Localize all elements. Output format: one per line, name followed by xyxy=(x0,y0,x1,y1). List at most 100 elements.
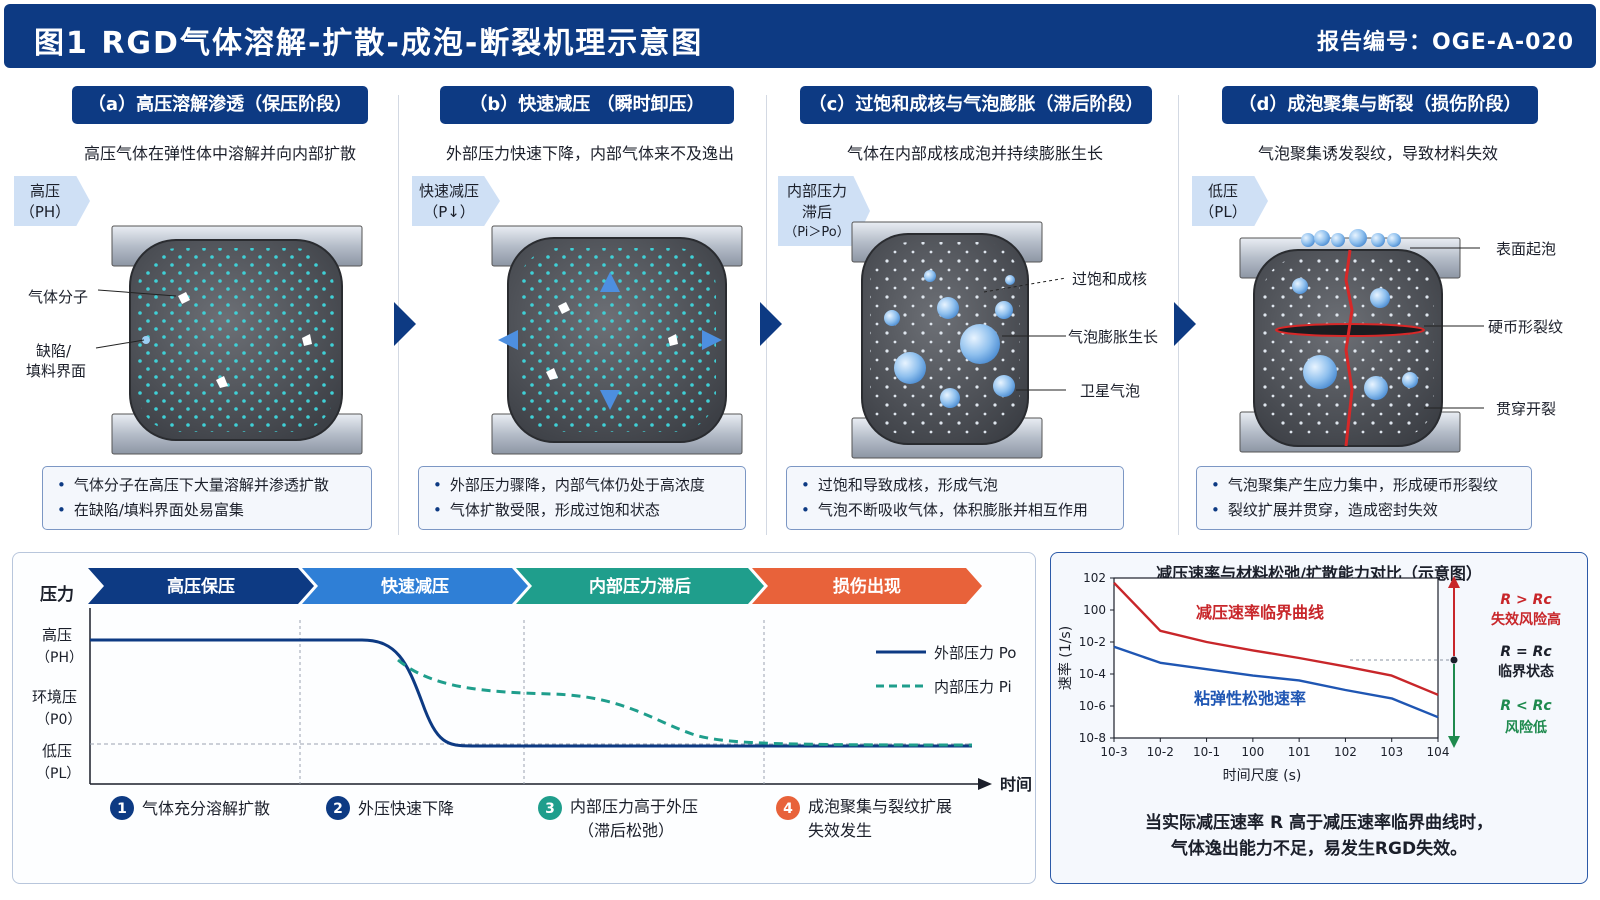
x-axis-label: 时间尺度 (s) xyxy=(1223,768,1302,784)
x-tick-label: 101 xyxy=(1288,745,1311,759)
label-nucleation: 过饱和成核 xyxy=(1072,270,1148,288)
step-number: 4 xyxy=(783,801,793,817)
step-4: 4 成泡聚集与裂纹扩展 失效发生 xyxy=(776,796,952,840)
level-high-sym: （PH） xyxy=(36,650,83,666)
step-text-2: （滞后松弛） xyxy=(578,821,674,840)
x-tick-label: 10-1 xyxy=(1193,745,1220,759)
zone-label: R < Rc xyxy=(1500,698,1552,714)
panel-c-subtitle: 气体在内部成核成泡并持续膨胀生长 xyxy=(846,144,1103,163)
page-title: 图1 RGD气体溶解-扩散-成泡-断裂机理示意图 xyxy=(34,26,704,61)
label-bubble-growth: 气泡膨胀生长 xyxy=(1068,328,1159,346)
header-bar: 图1 RGD气体溶解-扩散-成泡-断裂机理示意图 报告编号：OGE-A-020 xyxy=(4,4,1596,68)
label-gas-molecule: 气体分子 xyxy=(28,288,89,306)
tag-a-line2: （PH） xyxy=(19,203,71,221)
y-tick-label: 100 xyxy=(1083,603,1106,617)
step-number-badge xyxy=(110,796,134,820)
x-tick-label: 10-2 xyxy=(1147,745,1174,759)
step-text-2: 失效发生 xyxy=(808,821,872,840)
panel-b-notes: 外部压力骤降，内部气体仍处于高浓度 气体扩散受限，形成过饱和状态 xyxy=(418,466,746,530)
report-number: 报告编号：OGE-A-020 xyxy=(1317,30,1574,55)
panel-a-notes: 气体分子在高压下大量溶解并渗透扩散 在缺陷/填料界面处易富集 xyxy=(42,466,372,530)
x-tick-label: 103 xyxy=(1380,745,1403,759)
series-label: 减压速率临界曲线 xyxy=(1196,603,1324,622)
phase-chevron xyxy=(752,568,982,604)
x-tick-label: 104 xyxy=(1427,745,1450,759)
step-number: 1 xyxy=(117,801,127,817)
step-2: 2 外压快速下降 xyxy=(326,796,454,820)
label-through-crack: 贯穿开裂 xyxy=(1496,400,1557,418)
step-number-badge xyxy=(776,796,800,820)
pressure-tag-a xyxy=(14,176,90,226)
zone-label: R > Rc xyxy=(1500,592,1552,608)
chart-note: 当实际减压速率 R 高于减压速率临界曲线时， 气体逸出能力不足，易发生RGD失效… xyxy=(1050,810,1588,862)
step-text: 外压快速下降 xyxy=(358,799,454,818)
step-text: 内部压力高于外压 xyxy=(570,797,698,816)
critical-point xyxy=(1450,656,1458,664)
y-axis-title: 压力 xyxy=(40,584,74,605)
y-tick-label: 102 xyxy=(1083,571,1106,585)
phase-chevron xyxy=(516,568,764,604)
leader-line xyxy=(983,277,1067,293)
y-tick-label: 10-4 xyxy=(1079,667,1106,681)
phase-chevron xyxy=(302,568,528,604)
level-ambient-sym: （P0） xyxy=(36,712,81,728)
tag-b-line1: 快速减压 xyxy=(418,182,479,200)
y-tick-label: 10-2 xyxy=(1079,635,1106,649)
plot-area xyxy=(1113,577,1439,739)
level-low-sym: （PL） xyxy=(36,766,80,782)
label-defect: 缺陷/ xyxy=(36,342,72,360)
arrow-up-icon xyxy=(1448,576,1460,588)
panel-d-subtitle: 气泡聚集诱发裂纹，导致材料失效 xyxy=(1257,144,1498,163)
step-text: 气体充分溶解扩散 xyxy=(142,799,270,818)
pressure-tag-d xyxy=(1192,176,1268,226)
leader-line xyxy=(97,289,177,297)
panel-c-title: （c）过饱和成核与气泡膨胀（滞后阶段） xyxy=(800,86,1152,124)
step-number: 2 xyxy=(333,801,343,817)
panel-a-subtitle: 高压气体在弹性体中溶解并向内部扩散 xyxy=(83,144,356,163)
specimen-c xyxy=(851,221,1043,459)
pressure-timeline: 高压保压快速减压内部压力滞后损伤出现 压力 时间 高压 （PH） 环境压 （P0… xyxy=(32,568,1032,840)
zone-label: R = Rc xyxy=(1500,644,1552,660)
arrow-down-icon xyxy=(1448,736,1460,748)
zone-desc: 风险低 xyxy=(1505,719,1547,736)
zone-desc: 临界状态 xyxy=(1498,663,1554,680)
x-axis-title: 时间 xyxy=(1000,775,1032,794)
level-ambient: 环境压 xyxy=(32,688,77,706)
level-low: 低压 xyxy=(42,742,72,760)
phase-chevron xyxy=(88,568,314,604)
step-number-badge xyxy=(538,796,562,820)
specimen-d xyxy=(1239,229,1461,453)
tag-a-line1: 高压 xyxy=(29,182,60,200)
panel-b-title: （b）快速减压 （瞬时卸压） xyxy=(440,86,734,124)
phase-label: 损伤出现 xyxy=(833,576,901,597)
tag-c-line2: 滞后 xyxy=(801,203,832,221)
chart-note-line2: 气体逸出能力不足，易发生RGD失效。 xyxy=(1170,839,1468,859)
x-axis-arrow-icon xyxy=(978,778,992,790)
tag-d-line2: （PL） xyxy=(1199,203,1247,221)
tag-d-line1: 低压 xyxy=(1207,182,1238,200)
panel-d-notes: 气泡聚集产生应力集中，形成硬币形裂纹 裂纹扩展并贯穿，造成密封失效 xyxy=(1196,466,1532,530)
phase-label: 内部压力滞后 xyxy=(589,576,691,597)
step-1: 1 气体充分溶解扩散 xyxy=(110,796,270,820)
legend-internal-label: 内部压力 Pi xyxy=(934,678,1012,696)
series-line xyxy=(1113,581,1439,696)
tag-c-line3: （Pi＞Po） xyxy=(784,225,850,240)
label-satellite-bubble: 卫星气泡 xyxy=(1080,382,1141,400)
specimen-a xyxy=(111,225,363,455)
zone-desc: 失效风险高 xyxy=(1491,611,1561,628)
internal-pressure-curve xyxy=(397,658,973,747)
specimen-illustrations xyxy=(95,221,1484,459)
y-tick-label: 10-8 xyxy=(1079,731,1106,745)
step-text: 成泡聚集与裂纹扩展 xyxy=(808,797,952,816)
label-coin-crack: 硬币形裂纹 xyxy=(1488,318,1564,336)
y-tick-label: 10-6 xyxy=(1079,699,1106,713)
series-label: 粘弹性松弛速率 xyxy=(1194,689,1306,708)
specimen-b xyxy=(491,225,743,455)
panel-c-notes: 过饱和导致成核，形成气泡 气泡不断吸收气体，体积膨胀并相互作用 xyxy=(786,466,1124,530)
x-tick-label: 102 xyxy=(1334,745,1357,759)
label-filler-interface: 填料界面 xyxy=(26,362,87,380)
panel-d-title: （d）成泡聚集与断裂（损伤阶段） xyxy=(1222,86,1538,124)
external-pressure-curve xyxy=(90,638,972,748)
panel-a-title: （a）高压溶解渗透（保压阶段） xyxy=(72,86,368,124)
